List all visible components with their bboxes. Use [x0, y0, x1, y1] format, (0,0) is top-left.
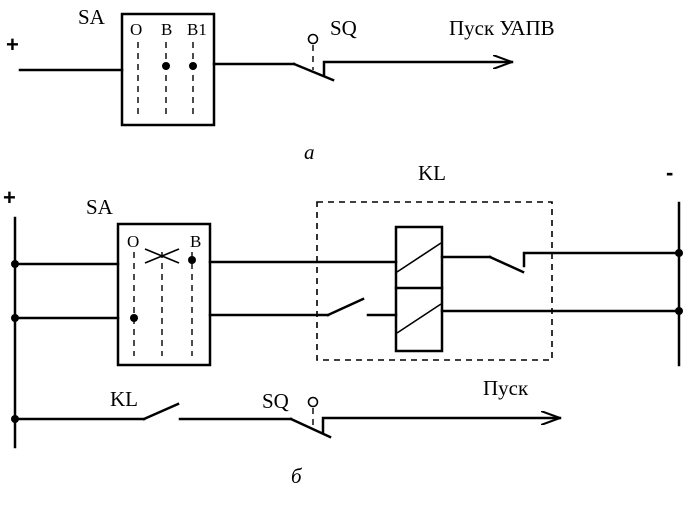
- contact-dot-b-2: [130, 314, 138, 322]
- position-label-a-1: О: [130, 20, 142, 39]
- output-label-a: Пуск УАПВ: [449, 16, 555, 40]
- position-label-b-1: О: [127, 232, 139, 251]
- limit-switch-label-a: SQ: [330, 16, 357, 40]
- position-label-a-3: В1: [187, 20, 207, 39]
- position-label-a-2: В: [161, 20, 172, 39]
- relay-winding-2: [396, 303, 442, 334]
- limit-switch-contact-b: [289, 417, 332, 439]
- minus-sign-b: -: [666, 160, 673, 185]
- output-label-b: Пуск: [483, 376, 529, 400]
- caption-a: а: [304, 140, 315, 164]
- contact-dot-b-1: [188, 256, 196, 264]
- limit-switch-label-b: SQ: [262, 389, 289, 413]
- contact-label-b: KL: [110, 387, 138, 411]
- wire-contact-bus-upper: [522, 251, 681, 268]
- diagram-a: + SA О В В1 SQ Пуск УАПВ а: [6, 5, 555, 164]
- plus-sign-b: +: [3, 185, 16, 210]
- limit-switch-actuator-b: [307, 396, 319, 408]
- caption-b: б: [291, 464, 303, 488]
- limit-switch-contact-a: [292, 62, 335, 82]
- switch-label-b: SA: [86, 195, 114, 219]
- contact-dot-a-1: [162, 62, 170, 70]
- limit-switch-actuator-a: [307, 33, 319, 45]
- relay-contact-upper: [488, 255, 525, 274]
- cross-mark-2: [144, 248, 180, 264]
- switch-label-a: SA: [78, 5, 106, 29]
- output-arrow-a: [322, 62, 514, 77]
- relay-winding-1: [396, 242, 442, 273]
- relay-contact-lower: [326, 297, 365, 317]
- diagram-b: + - SA О В KL: [3, 160, 683, 488]
- selector-switch-a: [120, 12, 216, 127]
- relay-housing: [316, 201, 553, 361]
- relay-label: KL: [418, 161, 446, 185]
- contact-dot-a-2: [189, 62, 197, 70]
- output-arrow-b: [321, 418, 562, 434]
- position-label-b-2: В: [190, 232, 201, 251]
- kl-contact: [142, 402, 180, 421]
- plus-sign-a: +: [6, 32, 19, 57]
- selector-switch-b: [116, 222, 212, 367]
